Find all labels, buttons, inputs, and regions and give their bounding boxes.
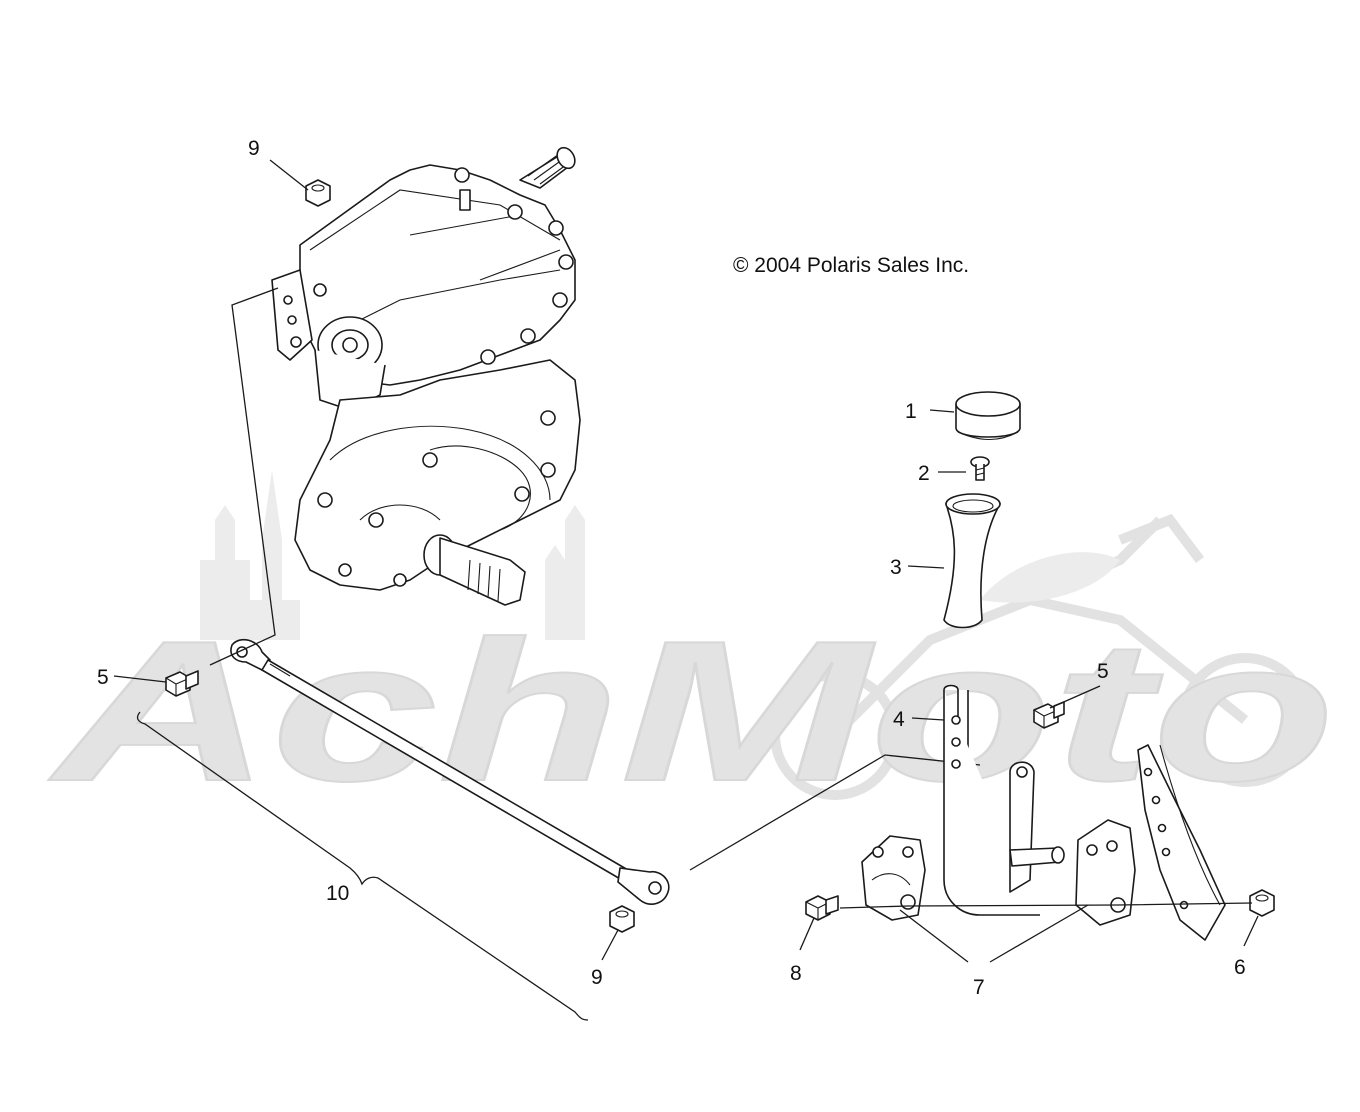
knob-cap-1 [955, 391, 1021, 440]
bolt-5-left [165, 670, 199, 697]
callout-4: 4 [893, 708, 905, 731]
callout-9-top: 9 [248, 137, 260, 160]
callout-9-bottom: 9 [591, 966, 603, 989]
callout-5-left: 5 [97, 666, 109, 689]
callout-2: 2 [918, 462, 930, 485]
callout-5-right: 5 [1097, 660, 1109, 683]
watermark-motorcycle [770, 513, 1312, 800]
handle-grip-3 [943, 493, 1001, 629]
nut-9-top [305, 179, 331, 207]
watermark: AchMoto [47, 470, 1336, 824]
watermark-castle-shape [200, 470, 300, 640]
watermark-text: AchMoto [48, 600, 1335, 823]
copyright-text: © 2004 Polaris Sales Inc. [733, 254, 969, 277]
callout-8: 8 [790, 962, 802, 985]
mount-plate-7-right [1075, 819, 1136, 926]
item-10-bracket [136, 711, 589, 1021]
bolt-8 [805, 895, 839, 921]
callout-3: 3 [890, 556, 902, 579]
nut-9-bottom [609, 905, 635, 933]
watermark-tower-shape [545, 505, 585, 640]
callout-leaders [113, 159, 1259, 963]
callout-1: 1 [905, 400, 917, 423]
bolt-5-right [1033, 701, 1065, 729]
nut-6 [1249, 889, 1275, 917]
frame-rail [1137, 744, 1226, 941]
callout-labels: 1 2 3 4 5 5 6 7 8 9 9 10 [97, 137, 1246, 999]
callout-10: 10 [326, 882, 349, 905]
transmission-assembly [271, 146, 581, 606]
screw-2 [970, 456, 990, 481]
shift-lever-4 [943, 684, 1065, 916]
callout-6: 6 [1234, 956, 1246, 979]
rod-to-arm-connector [209, 287, 279, 666]
shift-rod-assembly [230, 638, 670, 905]
mount-axis-line [839, 902, 1253, 909]
callout-7: 7 [973, 976, 985, 999]
